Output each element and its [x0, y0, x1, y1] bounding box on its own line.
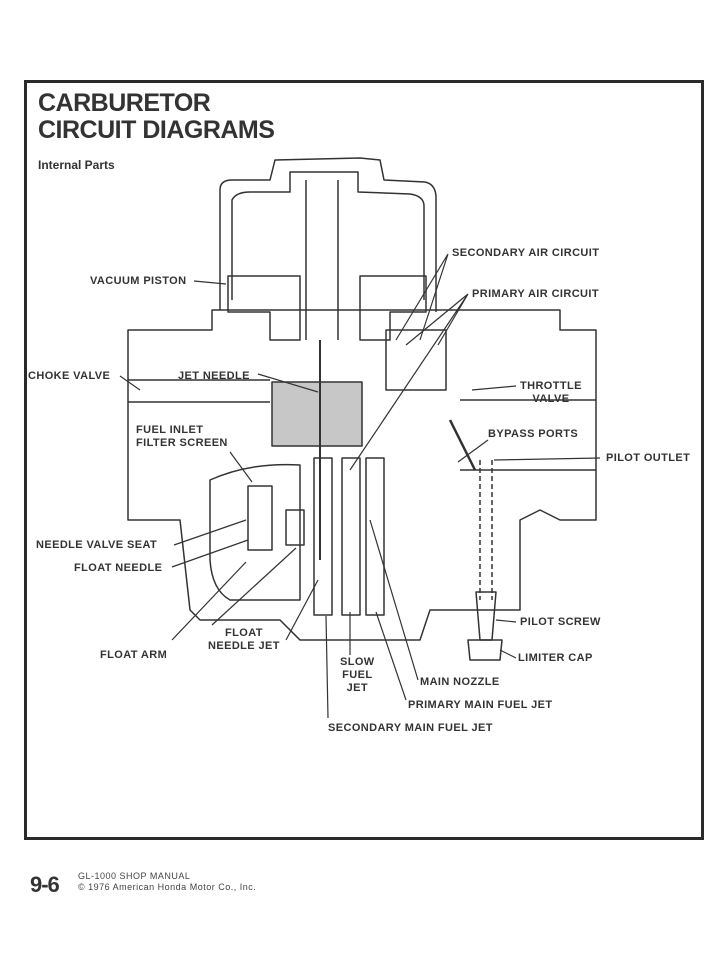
leader-secondary-air: [395, 253, 449, 341]
jet-stack-mid: [341, 457, 361, 616]
leader-float: [211, 547, 297, 626]
leader-float-arm: [171, 561, 247, 641]
label-primary-air-circuit: PRIMARY AIR CIRCUIT: [472, 288, 599, 300]
vacuum-piston-right: [359, 275, 427, 341]
label-needle-valve-seat: NEEDLE VALVE SEAT: [36, 539, 158, 551]
chamber-housing: [219, 157, 437, 312]
jet-stack-right: [365, 457, 385, 616]
fuel-inlet-fitting: [285, 509, 305, 546]
footer-manual: GL-1000 SHOP MANUAL: [78, 871, 191, 881]
label-float-arm: FLOAT ARM: [100, 649, 168, 661]
page-frame: [24, 80, 704, 840]
vacuum-piston: [227, 275, 301, 341]
leader-choke: [119, 375, 141, 391]
page-title: CARBURETOR CIRCUIT DIAGRAMS: [38, 89, 275, 144]
label-main-nozzle: MAIN NOZZLE: [420, 676, 500, 688]
label-jet-needle: JET NEEDLE: [178, 370, 250, 382]
leader-pilot-screw: [495, 619, 517, 623]
label-bypass-ports: BYPASS PORTS: [488, 428, 579, 440]
label-slow-fuel-jet: SLOW FUEL JET: [340, 656, 375, 695]
carb-body: [127, 309, 597, 641]
jet-stack-left: [313, 457, 333, 616]
label-primary-main-fuel-jet: PRIMARY MAIN FUEL JET: [408, 699, 553, 711]
limiter-cap: [467, 639, 503, 661]
piston-block: [271, 381, 363, 447]
label-choke-valve: CHOKE VALVE: [28, 370, 111, 382]
label-fuel-inlet-line2: FILTER SCREEN: [136, 437, 228, 449]
label-fuel-inlet-filter-screen: FUEL INLET FILTER SCREEN: [136, 424, 228, 450]
leader-needle-jet: [285, 579, 319, 641]
label-vacuum-piston: VACUUM PISTON: [90, 275, 187, 287]
label-float-line1: FLOAT: [225, 627, 263, 639]
leader-jet-needle: [257, 373, 319, 393]
chamber-inner: [231, 171, 425, 300]
pilot-passage: [479, 460, 493, 600]
piston-rod: [305, 180, 339, 340]
footer-copyright: © 1976 American Honda Motor Co., Inc.: [78, 882, 257, 892]
label-slow-fuel-line3: JET: [346, 682, 368, 694]
label-float-needle: FLOAT NEEDLE: [74, 562, 163, 574]
throttle-plate: [448, 419, 477, 471]
leader-needle-valve-seat: [173, 519, 247, 546]
page-subtitle: Internal Parts: [38, 158, 115, 172]
leader-secondary-main: [325, 615, 329, 719]
label-fuel-inlet-line1: FUEL INLET: [136, 424, 204, 436]
leader-fuel-inlet: [229, 451, 253, 483]
title-line-2: CIRCUIT DIAGRAMS: [38, 116, 275, 144]
label-throttle-valve-line2: VALVE: [532, 393, 570, 405]
leader-vacuum-piston: [193, 280, 227, 285]
label-limiter-cap: LIMITER CAP: [518, 652, 593, 664]
leader-primary-air: [349, 293, 469, 471]
label-secondary-main-fuel-jet: SECONDARY MAIN FUEL JET: [328, 722, 493, 734]
leader-main-nozzle: [369, 519, 419, 681]
leader-throttle: [471, 385, 517, 391]
label-float-line2: NEEDLE JET: [208, 640, 280, 652]
label-slow-fuel-line2: FUEL: [342, 669, 373, 681]
leader-primary-main: [375, 611, 407, 701]
leader-pilot-outlet: [493, 457, 601, 461]
label-secondary-air-circuit: SECONDARY AIR CIRCUIT: [452, 247, 600, 259]
footer-text: GL-1000 SHOP MANUAL © 1976 American Hond…: [78, 871, 256, 893]
label-float-needle-jet: FLOAT NEEDLE JET: [208, 627, 280, 653]
venturi-bottom: [460, 399, 596, 471]
label-slow-fuel-line1: SLOW: [340, 656, 375, 668]
label-pilot-outlet: PILOT OUTLET: [606, 452, 691, 464]
label-throttle-valve: THROTTLE VALVE: [520, 380, 582, 406]
page-number: 9-6: [30, 872, 60, 897]
needle-valve: [247, 485, 273, 551]
leader-float-needle: [171, 539, 249, 568]
title-line-1: CARBURETOR: [38, 89, 211, 117]
label-pilot-screw: PILOT SCREW: [520, 616, 601, 628]
leader-limiter: [499, 649, 517, 659]
leader-bypass: [457, 439, 489, 463]
air-jets: [385, 329, 447, 391]
pilot-screw: [475, 591, 497, 641]
venturi-top: [128, 379, 270, 403]
float-bowl: [209, 463, 301, 601]
label-throttle-valve-line1: THROTTLE: [520, 380, 582, 392]
